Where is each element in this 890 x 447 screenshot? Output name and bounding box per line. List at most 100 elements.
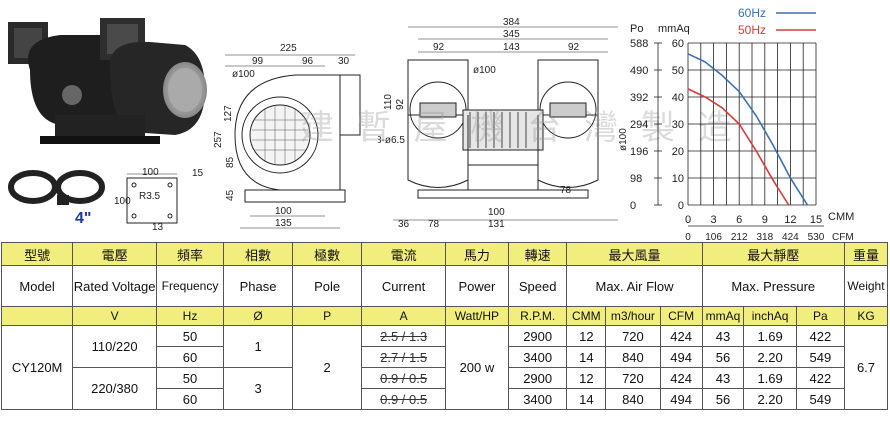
watermark-text: 建 暫 屋 機 台 灣 製 造 (300, 108, 738, 148)
chart-x-cmm-tick: 9 (762, 214, 768, 226)
front-w78: 78 (560, 185, 572, 196)
chart-x-cmm-label: CMM (828, 211, 854, 223)
front-h2: 92 (395, 98, 406, 110)
hdr-en-pole: Pole (292, 265, 363, 307)
front-view-drawing: 384 345 92 143 92 ø100 110 92 8-ø6.5 ø10… (378, 17, 629, 230)
flange-rings (8, 170, 105, 205)
side-base1: 100 (275, 206, 292, 217)
header-row-zh: 型號 電壓 頻率 相數 極數 電流 馬力 轉速 最大風量 最大靜壓 重量 (0, 242, 889, 266)
unit-mmaq: mmAq (701, 306, 745, 326)
front-b3: 100 (488, 207, 505, 218)
m3h-cell: 720 (605, 325, 661, 347)
side-view-drawing: 225 99 96 30 ø100 127 257 85 45 100 135 (213, 43, 361, 229)
chart-x-cfm-tick: 106 (705, 232, 722, 242)
chart-y-left-tick: 294 (630, 119, 648, 131)
rpm-cell: 2900 (507, 325, 568, 347)
table-row: 220/380 50 3 0.9 / 0.5 2900 12 720 424 4… (2, 367, 888, 410)
side-base2: 135 (275, 218, 292, 229)
chart-y-right-tick: 30 (672, 119, 684, 131)
side-w3: 30 (338, 56, 350, 67)
chart-x-cmm-tick: 12 (784, 214, 796, 226)
chart-x-cmm-tick: 15 (810, 214, 822, 226)
chart-y-left-tick: 196 (630, 146, 648, 158)
m3h-cell: 840 (605, 346, 661, 368)
unit-cmm: CMM (566, 306, 607, 326)
front-diam-top: ø100 (473, 65, 496, 76)
table-row: 60 2.7 / 1.5 3400 14 840 494 56 2.20 549 (2, 346, 888, 368)
unit-power: Watt/HP (445, 306, 509, 326)
header-row-en: Model Rated Voltage Frequency Phase Pole… (0, 265, 889, 307)
hdr-zh-voltage: 電壓 (72, 242, 157, 266)
cmm-cell: 12 (566, 367, 607, 389)
chart-y-right-label: mmAq (658, 23, 690, 35)
side-h1: 127 (223, 105, 234, 122)
cfm-cell: 494 (659, 346, 703, 368)
cmm-cell: 12 (566, 325, 607, 347)
bracket-dim-3: R3.5 (139, 191, 161, 202)
front-diam-side: ø100 (618, 128, 629, 151)
drawing-area: 4" 100 15 R3.5 100 13 225 99 96 30 ø100 … (8, 6, 854, 242)
side-h3: 85 (225, 156, 236, 168)
rpm-cell: 2900 (507, 367, 568, 389)
inlet-size-label: 4" (75, 210, 92, 227)
chart-y-right-tick: 10 (672, 173, 684, 185)
hdr-en-model: Model (0, 265, 74, 307)
side-h4: 45 (225, 189, 236, 201)
hdr-zh-airflow: 最大風量 (566, 242, 703, 266)
bracket-dim-2: 15 (192, 168, 204, 179)
unit-model-blank (0, 306, 74, 326)
unit-hz: Hz (155, 306, 225, 326)
pa-cell: 549 (795, 346, 845, 368)
chart-x-cfm-tick: 0 (685, 232, 691, 242)
pole-cell: 2 (292, 325, 363, 410)
table-row: 60 0.9 / 0.5 3400 14 840 494 56 2.20 549 (2, 388, 888, 410)
unit-current: A (361, 306, 446, 326)
chart-x-cfm-tick: 212 (731, 232, 748, 242)
rpm-cell: 3400 (507, 346, 568, 368)
chart-series-line-50Hz (687, 88, 790, 206)
voltage-cell-2: 220/380 (72, 367, 157, 410)
unit-cfm: CFM (659, 306, 703, 326)
unit-pa: Pa (795, 306, 845, 326)
chart-y-left-tick: 0 (630, 200, 636, 212)
chart-x-cmm-tick: 6 (736, 214, 742, 226)
cmm-cell: 14 (566, 388, 607, 410)
front-b1: 36 (398, 219, 410, 230)
chart-x-cfm-tick: 424 (782, 232, 799, 242)
table-row: CY120M 110/220 50 1 2 2.5 / 1.3 200 w 29… (0, 325, 889, 410)
pa-cell: 422 (795, 325, 845, 347)
front-h1: 110 (383, 94, 394, 110)
chart-x-cfm-label: CFM (832, 232, 854, 242)
chart-y-left-label: Po (630, 23, 643, 35)
chart-x-cmm-tick: 0 (685, 214, 691, 226)
side-diam: ø100 (232, 69, 255, 80)
current-cell: 0.9 / 0.5 (361, 367, 446, 389)
bracket-dim-4: 100 (114, 196, 131, 207)
hdr-zh-speed: 轉速 (507, 242, 568, 266)
mmaq-cell: 56 (701, 346, 745, 368)
hdr-en-voltage: Rated Voltage (72, 265, 157, 307)
hz-cell: 60 (155, 346, 225, 368)
cfm-cell: 494 (659, 388, 703, 410)
phase-cell-1: 1 (222, 325, 294, 368)
inchaq-cell: 1.69 (743, 325, 797, 347)
hdr-zh-pressure: 最大靜壓 (701, 242, 845, 266)
side-overall-width: 225 (280, 43, 297, 54)
inchaq-cell: 1.69 (743, 367, 797, 389)
mmaq-cell: 43 (701, 325, 745, 347)
hdr-en-speed: Speed (507, 265, 568, 307)
inchaq-cell: 2.20 (743, 388, 797, 410)
hdr-en-airflow: Max. Air Flow (566, 265, 703, 307)
inchaq-cell: 2.20 (743, 346, 797, 368)
current-cell: 2.7 / 1.5 (361, 346, 446, 368)
front-overall: 384 (503, 17, 520, 28)
front-right: 92 (568, 42, 580, 53)
unit-v: V (72, 306, 157, 326)
bracket-drawing: 100 15 R3.5 100 13 (114, 168, 204, 233)
hdr-en-weight: Weight (843, 265, 889, 307)
weight-cell: 6.7 (843, 325, 889, 410)
chart-x-cfm-tick: 318 (756, 232, 773, 242)
hz-cell: 50 (155, 367, 225, 389)
power-cell: 200 w (445, 325, 509, 410)
pa-cell: 549 (795, 388, 845, 410)
